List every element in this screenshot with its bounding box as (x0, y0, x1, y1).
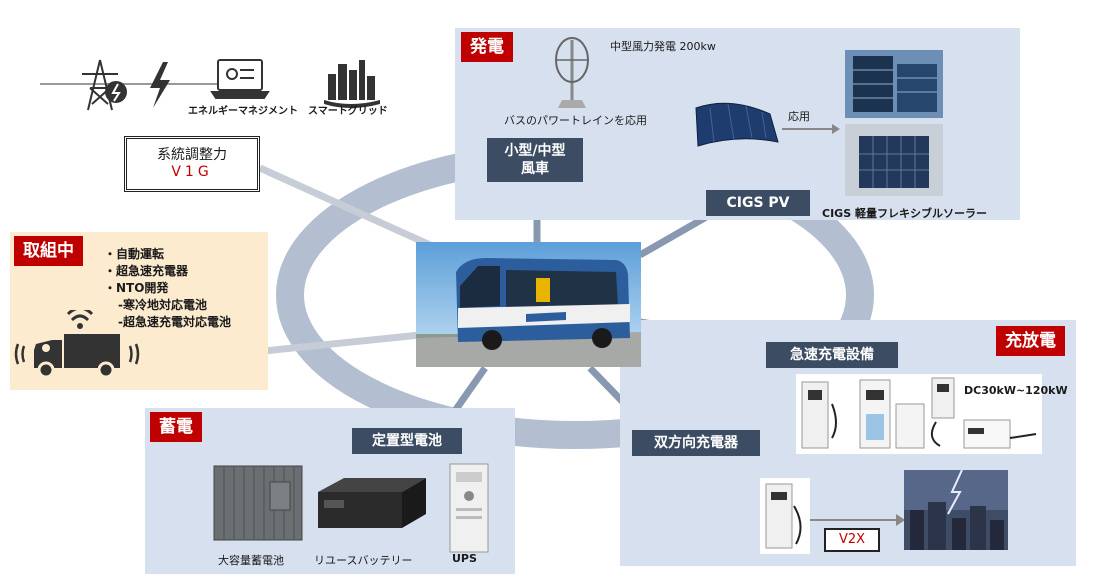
solar-roof-image (845, 124, 943, 196)
cigs-caption: CIGS 軽量フレキシブルソーラー (822, 207, 987, 220)
wind-caption: 中型風力発電 200kw (610, 40, 716, 53)
grid-icons-svg (40, 59, 380, 111)
reuse-battery-caption: リユースバッテリー (314, 554, 413, 567)
large-battery-container-image (213, 465, 303, 541)
flexible-solar-sheet-image (695, 102, 779, 147)
chikuden-tag: 蓄電 (150, 412, 202, 442)
lightning-bolt-icon (150, 62, 170, 108)
v1g-line2: V1G (171, 164, 213, 180)
central-bus-image (416, 242, 641, 367)
v2x-label: V2X (824, 528, 880, 552)
hatsuden-tag: 発電 (461, 32, 513, 62)
city-skyline-icon (324, 60, 380, 108)
rapid-charger-image (796, 374, 1042, 454)
torikumi-list: ・自動運転 ・超急速充電器 ・NTO開発 -寒冷地対応電池 -超急速充電対応電池 (104, 246, 231, 331)
torikumi-tag: 取組中 (14, 236, 83, 266)
torikumi-item: ・自動運転 (104, 247, 165, 261)
energy-management-label: エネルギーマネジメント (188, 106, 298, 117)
large-battery-caption: 大容量蓄電池 (218, 554, 284, 567)
v2x-charger-image (760, 478, 810, 554)
torikumi-item: ・超急速充電器 (104, 264, 189, 278)
solar-building-image (845, 50, 943, 118)
ups-image (449, 463, 489, 553)
stationary-battery-label: 定置型電池 (352, 428, 462, 454)
apply-arrow-icon (782, 124, 840, 134)
wind-turbine-icon (555, 37, 589, 108)
dc-capacity-caption: DC30kW~120kW (964, 384, 1068, 397)
apply-label: 応用 (788, 110, 810, 123)
torikumi-item: -寒冷地対応電池 (118, 298, 207, 312)
connector-v1g (258, 164, 432, 249)
torikumi-item: -超急速充電対応電池 (118, 315, 231, 329)
wind-turbine-label: 小型/中型 風車 (487, 138, 583, 182)
v1g-line1: 系統調整力 (157, 147, 227, 163)
smart-grid-label: スマートグリッド (308, 106, 388, 117)
cigs-pv-label: CIGS PV (706, 190, 810, 216)
power-tower-icon (82, 59, 127, 111)
juhoden-tag: 充放電 (996, 326, 1065, 356)
autonomous-truck-icon (14, 310, 140, 379)
v1g-box: 系統調整力 V1G (124, 136, 260, 192)
rapid-charger-label: 急速充電設備 (766, 342, 898, 368)
torikumi-item: ・NTO開発 (104, 281, 169, 295)
ups-caption: UPS (452, 552, 477, 565)
grid-icon-row: エネルギーマネジメント スマートグリッド (40, 52, 400, 122)
laptop-icon (210, 59, 270, 99)
city-storm-image (904, 470, 1008, 550)
bidirectional-charger-label: 双方向充電器 (632, 430, 760, 456)
reuse-battery-image (318, 478, 426, 528)
powertrain-caption: バスのパワートレインを応用 (504, 114, 647, 127)
v2x-arrow-icon (810, 514, 905, 526)
